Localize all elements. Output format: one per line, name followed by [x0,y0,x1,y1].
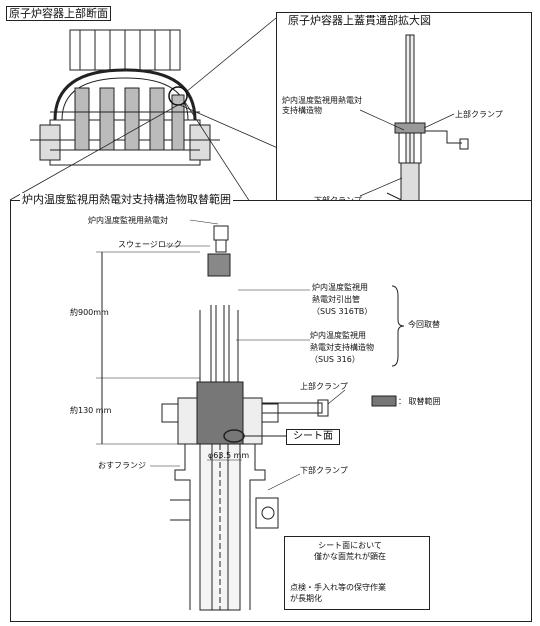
thermocouple-label: 炉内温度監視用熱電対 [88,216,168,225]
male-flange-label: おすフランジ [98,461,146,470]
note-box [284,536,430,610]
extraction-tube-label: 炉内温度監視用 熱電対引出管 （SUS 316TB） [312,283,373,316]
upper-section-title: 原子炉容器上部断面 [6,6,111,21]
this-replacement-label: 今回取替 [408,320,440,329]
upper-clamp-label: 上部クランプ [455,110,503,119]
dim-dia-label: φ63.5 mm [208,451,250,460]
dim-900-label: 約900mm [70,308,109,317]
upper-clamp-label-detail: 上部クランプ [300,382,348,391]
penetration-title: 原子炉容器上蓋貫通部拡大図 [286,14,433,27]
lower-clamp-label-detail: 下部クランプ [300,466,348,475]
replacement-title: 炉内温度監視用熱電対支持構造物取替範囲 [20,193,233,206]
replacement-panel [10,200,532,622]
support-structure-label: 炉内温度監視用 熱電対支持構造物 （SUS 316） [310,331,374,364]
dim-130-label: 約130 mm [70,406,112,415]
support-label: 炉内温度監視用熱電対 支持構造物 [282,96,362,115]
legend-label: ： 取替範囲 [398,397,441,406]
seat-face-tag: シート面 [286,429,340,445]
note-line1: シート面において 僅かな面荒れが顕在 [314,541,386,561]
swagelok-label: スウェージロック [118,240,182,249]
note-line2: 点検・手入れ等の保守作業 が長期化 [290,583,386,603]
